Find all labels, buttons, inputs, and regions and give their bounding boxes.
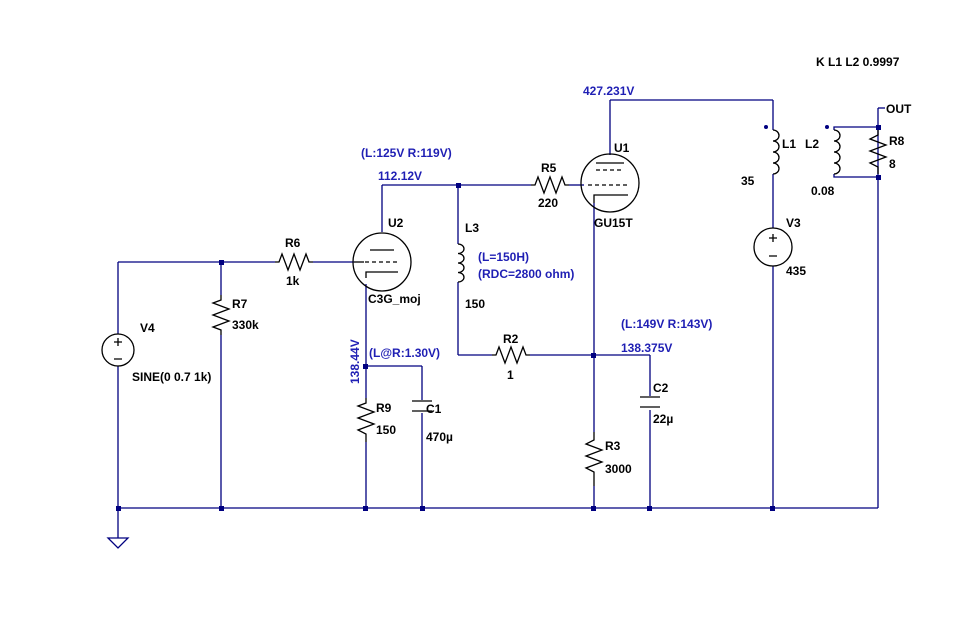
u2-cathode-voltage: 138.44V <box>348 339 362 384</box>
r3-value: 3000 <box>605 462 632 476</box>
source-v3[interactable]: V3 435 <box>753 216 806 278</box>
junction-dot <box>876 125 881 130</box>
r9-name: R9 <box>376 401 392 415</box>
u1-name: U1 <box>614 141 630 155</box>
r9-value: 150 <box>376 423 396 437</box>
u1-cathode-voltage: 138.375V <box>621 341 672 355</box>
r7-value: 330k <box>232 318 259 332</box>
r2-name: R2 <box>503 332 519 346</box>
v3-name: V3 <box>786 216 801 230</box>
node-voltage-annotations: 427.231V (L:125V R:119V) 112.12V 138.44V… <box>348 84 712 384</box>
junction-dot <box>591 353 596 358</box>
output-net-label: OUT <box>886 102 912 116</box>
l3-rdc-note: (RDC=2800 ohm) <box>478 267 574 281</box>
l1-name: L1 <box>782 137 796 151</box>
u2-plate-voltage: 112.12V <box>378 169 422 183</box>
junction-dot <box>456 183 461 188</box>
tube-u2[interactable]: U2 C3G_moj <box>352 216 421 306</box>
l1-value: 35 <box>741 174 755 188</box>
ground-symbol <box>106 537 130 549</box>
c2-value: 22µ <box>653 412 673 426</box>
resistor-r5[interactable]: R5 220 <box>531 161 569 210</box>
l3-name: L3 <box>465 221 479 235</box>
inductor-l2[interactable]: L2 0.08 <box>805 125 841 198</box>
coupling-directive[interactable]: K L1 L2 0.9997 <box>816 55 900 69</box>
r5-name: R5 <box>541 161 557 175</box>
capacitor-c2[interactable]: C2 22µ <box>640 381 673 426</box>
u2-plate-lr-voltage: (L:125V R:119V) <box>361 146 452 160</box>
r6-name: R6 <box>285 236 301 250</box>
r2-value: 1 <box>507 368 514 382</box>
l1-polarity-dot <box>764 125 768 129</box>
v4-name: V4 <box>140 321 155 335</box>
c2-name: C2 <box>653 381 669 395</box>
v3-value: 435 <box>786 264 806 278</box>
resistor-r6[interactable]: R6 1k <box>275 236 313 288</box>
tube-u1[interactable]: U1 GU15T <box>580 141 640 230</box>
junction-dot <box>420 506 425 511</box>
junction-dot <box>219 260 224 265</box>
c1-value: 470µ <box>426 430 453 444</box>
junction-dot <box>591 506 596 511</box>
resistor-r8[interactable]: R8 8 <box>868 130 905 174</box>
junction-dot <box>363 364 368 369</box>
inductor-l3[interactable]: L3 (L=150H) (RDC=2800 ohm) 150 <box>457 221 574 311</box>
junction-dot <box>363 506 368 511</box>
u2-cathode-note: (L@R:1.30V) <box>369 346 440 360</box>
junction-dots <box>116 125 881 511</box>
resistor-r3[interactable]: R3 3000 <box>584 432 632 486</box>
junction-dot <box>876 175 881 180</box>
r7-name: R7 <box>232 297 248 311</box>
capacitor-c1[interactable]: C1 470µ <box>412 400 453 444</box>
resistor-r9[interactable]: R9 150 <box>356 398 396 442</box>
source-v4[interactable]: V4 SINE(0 0.7 1k) <box>101 321 211 384</box>
junction-dot <box>770 506 775 511</box>
l3-value: 150 <box>465 297 485 311</box>
l2-value: 0.08 <box>811 184 835 198</box>
r5-value: 220 <box>538 196 558 210</box>
resistor-r2[interactable]: R2 1 <box>492 332 530 382</box>
b-plus-voltage: 427.231V <box>583 84 634 98</box>
r3-name: R3 <box>605 439 621 453</box>
v4-value: SINE(0 0.7 1k) <box>132 370 211 384</box>
junction-dot <box>647 506 652 511</box>
r8-name: R8 <box>889 134 905 148</box>
u1-cathode-lr-voltage: (L:149V R:143V) <box>621 317 712 331</box>
wires <box>117 99 885 538</box>
l2-name: L2 <box>805 137 819 151</box>
l2-polarity-dot <box>825 125 829 129</box>
junction-dot <box>219 506 224 511</box>
junction-dot <box>116 506 121 511</box>
u2-value: C3G_moj <box>368 292 421 306</box>
resistor-r7[interactable]: R7 330k <box>211 295 259 335</box>
u2-name: U2 <box>388 216 404 230</box>
l3-inductance-note: (L=150H) <box>478 250 529 264</box>
inductor-l1[interactable]: L1 35 <box>741 125 796 188</box>
u1-value: GU15T <box>594 216 633 230</box>
r6-value: 1k <box>286 274 300 288</box>
r8-value: 8 <box>889 157 896 171</box>
c1-name: C1 <box>426 402 442 416</box>
